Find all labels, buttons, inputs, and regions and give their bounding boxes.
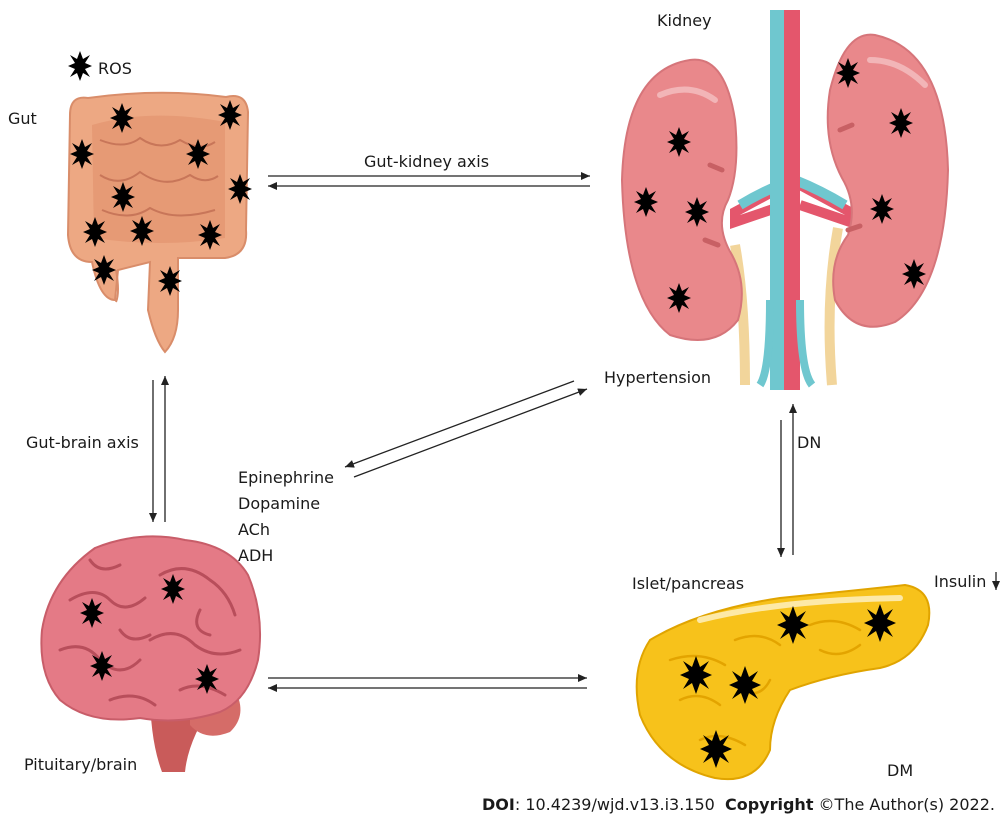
hormone-item: ADH xyxy=(238,543,334,569)
hormone-item: Epinephrine xyxy=(238,465,334,491)
brain-label: Pituitary/brain xyxy=(24,757,137,773)
doi-label: DOI xyxy=(482,795,515,814)
copyright-label: Copyright xyxy=(725,795,813,814)
dn-label: DN xyxy=(797,435,821,451)
hormone-item: ACh xyxy=(238,517,334,543)
hormone-list: Epinephrine Dopamine ACh ADH xyxy=(238,465,334,569)
gut-label: Gut xyxy=(8,111,37,127)
gut-brain-arrows xyxy=(153,376,165,522)
ros-legend-icon xyxy=(68,51,92,81)
doi-value: : 10.4239/wjd.v13.i3.150 xyxy=(515,795,715,814)
brain-pancreas-arrows xyxy=(268,678,587,688)
kidney-illustration xyxy=(622,10,948,390)
ros-legend-label: ROS xyxy=(98,61,132,77)
insulin-label: Insulin xyxy=(934,574,986,590)
dn-arrows xyxy=(781,404,793,557)
dm-label: DM xyxy=(887,763,913,779)
pancreas-label: Islet/pancreas xyxy=(632,576,744,592)
kidney-label: Kidney xyxy=(657,13,712,29)
citation-footer: DOI: 10.4239/wjd.v13.i3.150 Copyright ©T… xyxy=(482,795,995,814)
gut-kidney-arrows xyxy=(268,176,590,186)
hypertension-arrows xyxy=(345,381,587,477)
copyright-value: ©The Author(s) 2022. xyxy=(813,795,995,814)
gut-kidney-axis-label: Gut-kidney axis xyxy=(364,154,489,170)
brain-illustration xyxy=(41,536,260,772)
hormone-item: Dopamine xyxy=(238,491,334,517)
gut-brain-axis-label: Gut-brain axis xyxy=(26,435,139,451)
hypertension-label: Hypertension xyxy=(604,370,711,386)
